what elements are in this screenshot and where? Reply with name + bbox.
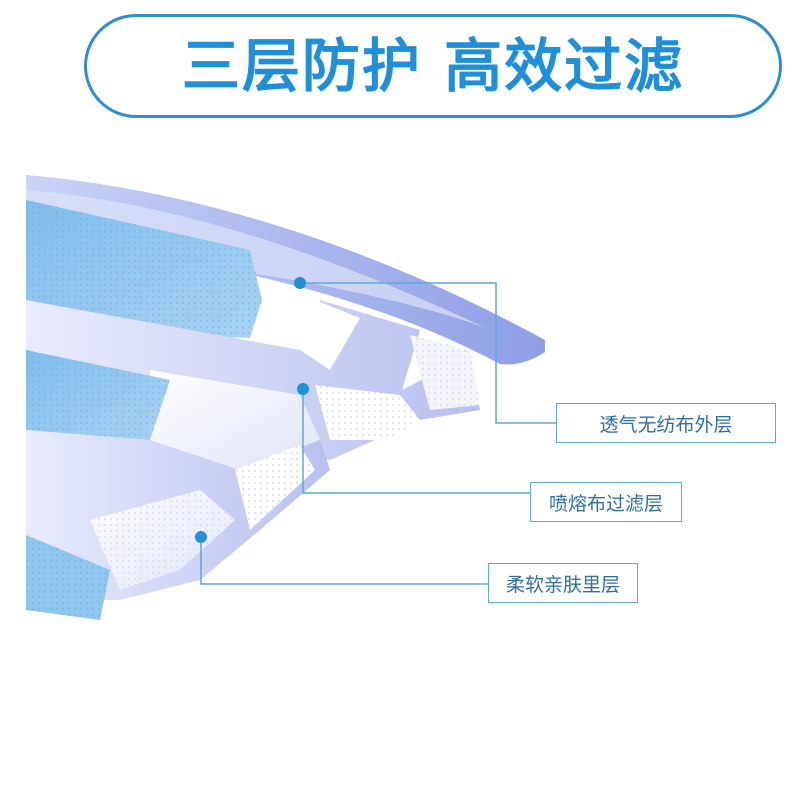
callout-line-inner [200, 537, 488, 585]
header-banner: 三层防护 高效过滤 [84, 14, 782, 118]
outer-layer-shape [26, 175, 545, 365]
layer-label-outer: 透气无纺布外层 [556, 403, 776, 443]
layer-label-outer-text: 透气无纺布外层 [599, 413, 733, 436]
header-title: 三层防护 高效过滤 [181, 32, 685, 100]
callout-lines [200, 282, 556, 585]
callout-dot-outer [294, 277, 306, 289]
layer-label-middle: 喷熔布过滤层 [530, 482, 682, 522]
layer-label-inner: 柔软亲肤里层 [488, 563, 638, 603]
callout-line-middle [302, 389, 530, 494]
layer-label-middle-text: 喷熔布过滤层 [548, 492, 663, 515]
layer-label-inner-text: 柔软亲肤里层 [505, 573, 620, 596]
callout-dot-inner [195, 531, 207, 543]
callout-dot-middle [297, 383, 309, 395]
callout-line-outer [300, 282, 556, 424]
inner-layer-shape [26, 350, 330, 620]
